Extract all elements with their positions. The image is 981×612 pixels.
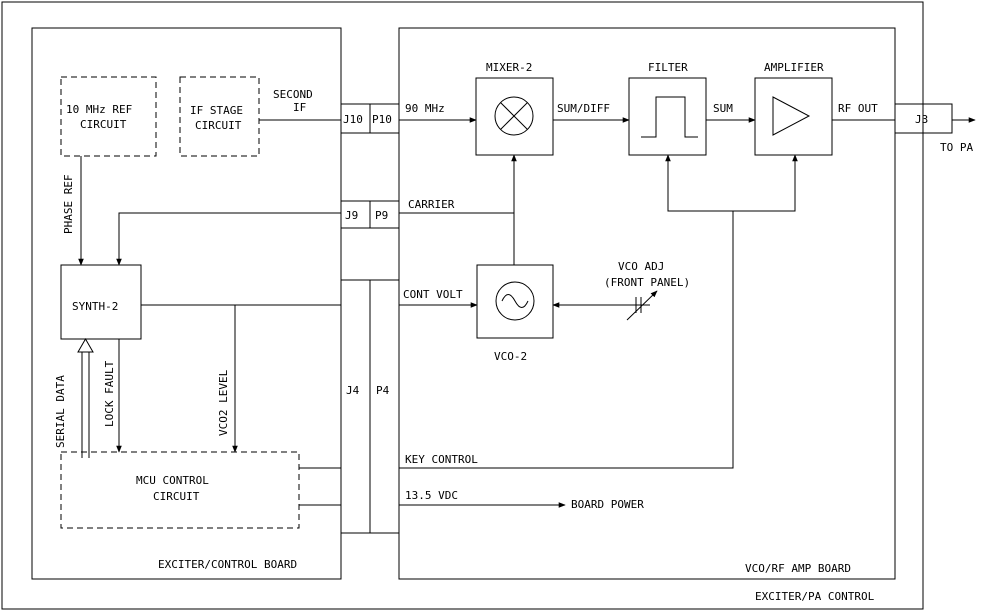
carrier-label: CARRIER (408, 198, 455, 211)
sum-diff-label: SUM/DIFF (557, 102, 610, 115)
if-circuit-line1: IF STAGE (190, 104, 243, 117)
vco-adj-line1: VCO ADJ (618, 260, 664, 273)
mcu-box (60, 451, 300, 529)
key-control-line (399, 211, 734, 469)
p10-connector (369, 103, 400, 134)
sum-label: SUM (713, 102, 733, 115)
p9-label: P9 (375, 209, 388, 222)
board-power-label: BOARD POWER (571, 498, 644, 511)
mixer-symbol (494, 96, 534, 136)
mcu-line2: CIRCUIT (153, 490, 200, 503)
vco-rf-amp-board (398, 27, 896, 580)
p4-label: P4 (376, 384, 390, 397)
ref-circuit-line2: CIRCUIT (80, 118, 127, 131)
second-if-line2: IF (293, 101, 306, 114)
ref-circuit-line1: 10 MHz REF (66, 103, 132, 116)
phase-ref-label: PHASE REF (62, 174, 75, 234)
amplifier-symbol (772, 96, 811, 136)
amp-control-line (733, 154, 798, 212)
second-if-line1: SECOND (273, 88, 313, 101)
ref-circuit-box (60, 76, 157, 157)
vco-symbol (495, 281, 535, 321)
j3-connector (894, 103, 953, 134)
p10-label: P10 (372, 113, 392, 126)
filter-symbol (641, 96, 698, 138)
filter-control-line (665, 154, 733, 212)
vco-label: VCO-2 (494, 350, 527, 363)
vco-adj-trim-icon (626, 290, 658, 321)
j3-label: J3 (915, 113, 928, 126)
rf-out-label: RF OUT (838, 102, 878, 115)
if-circuit-line2: CIRCUIT (195, 119, 242, 132)
mixer-label: MIXER-2 (486, 61, 532, 74)
cont-volt-label: CONT VOLT (403, 288, 463, 301)
vdc-label: 13.5 VDC (405, 489, 458, 502)
mhz-label: 90 MHz (405, 102, 445, 115)
amplifier-label: AMPLIFIER (764, 61, 824, 74)
key-control-label: KEY CONTROL (405, 453, 478, 466)
mcu-line1: MCU CONTROL (136, 474, 209, 487)
filter-box (628, 77, 707, 156)
j9-label: J9 (345, 209, 358, 222)
carrier-to-synth-line (116, 212, 341, 266)
outer-label: EXCITER/PA CONTROL (755, 590, 875, 603)
amplifier-box (754, 77, 833, 156)
j4-label: J4 (346, 384, 360, 397)
p9-connector (369, 200, 400, 229)
vco-board-label: VCO/RF AMP BOARD (745, 562, 851, 575)
outer-frame (1, 1, 924, 610)
serial-data-arrowhead (77, 337, 94, 353)
exciter-board-label: EXCITER/CONTROL BOARD (158, 558, 297, 571)
synth-label: SYNTH-2 (72, 300, 118, 313)
serial-data-label: SERIAL DATA (54, 375, 67, 448)
synth-box (60, 264, 142, 340)
vco2-level-label: VCO2 LEVEL (217, 369, 230, 436)
vco-adj-line2: (FRONT PANEL) (604, 276, 690, 289)
filter-label: FILTER (648, 61, 688, 74)
j10-label: J10 (343, 113, 363, 126)
lock-fault-label: LOCK FAULT (103, 360, 116, 427)
to-pa-label: TO PA (940, 141, 973, 154)
exciter-control-board (31, 27, 342, 580)
